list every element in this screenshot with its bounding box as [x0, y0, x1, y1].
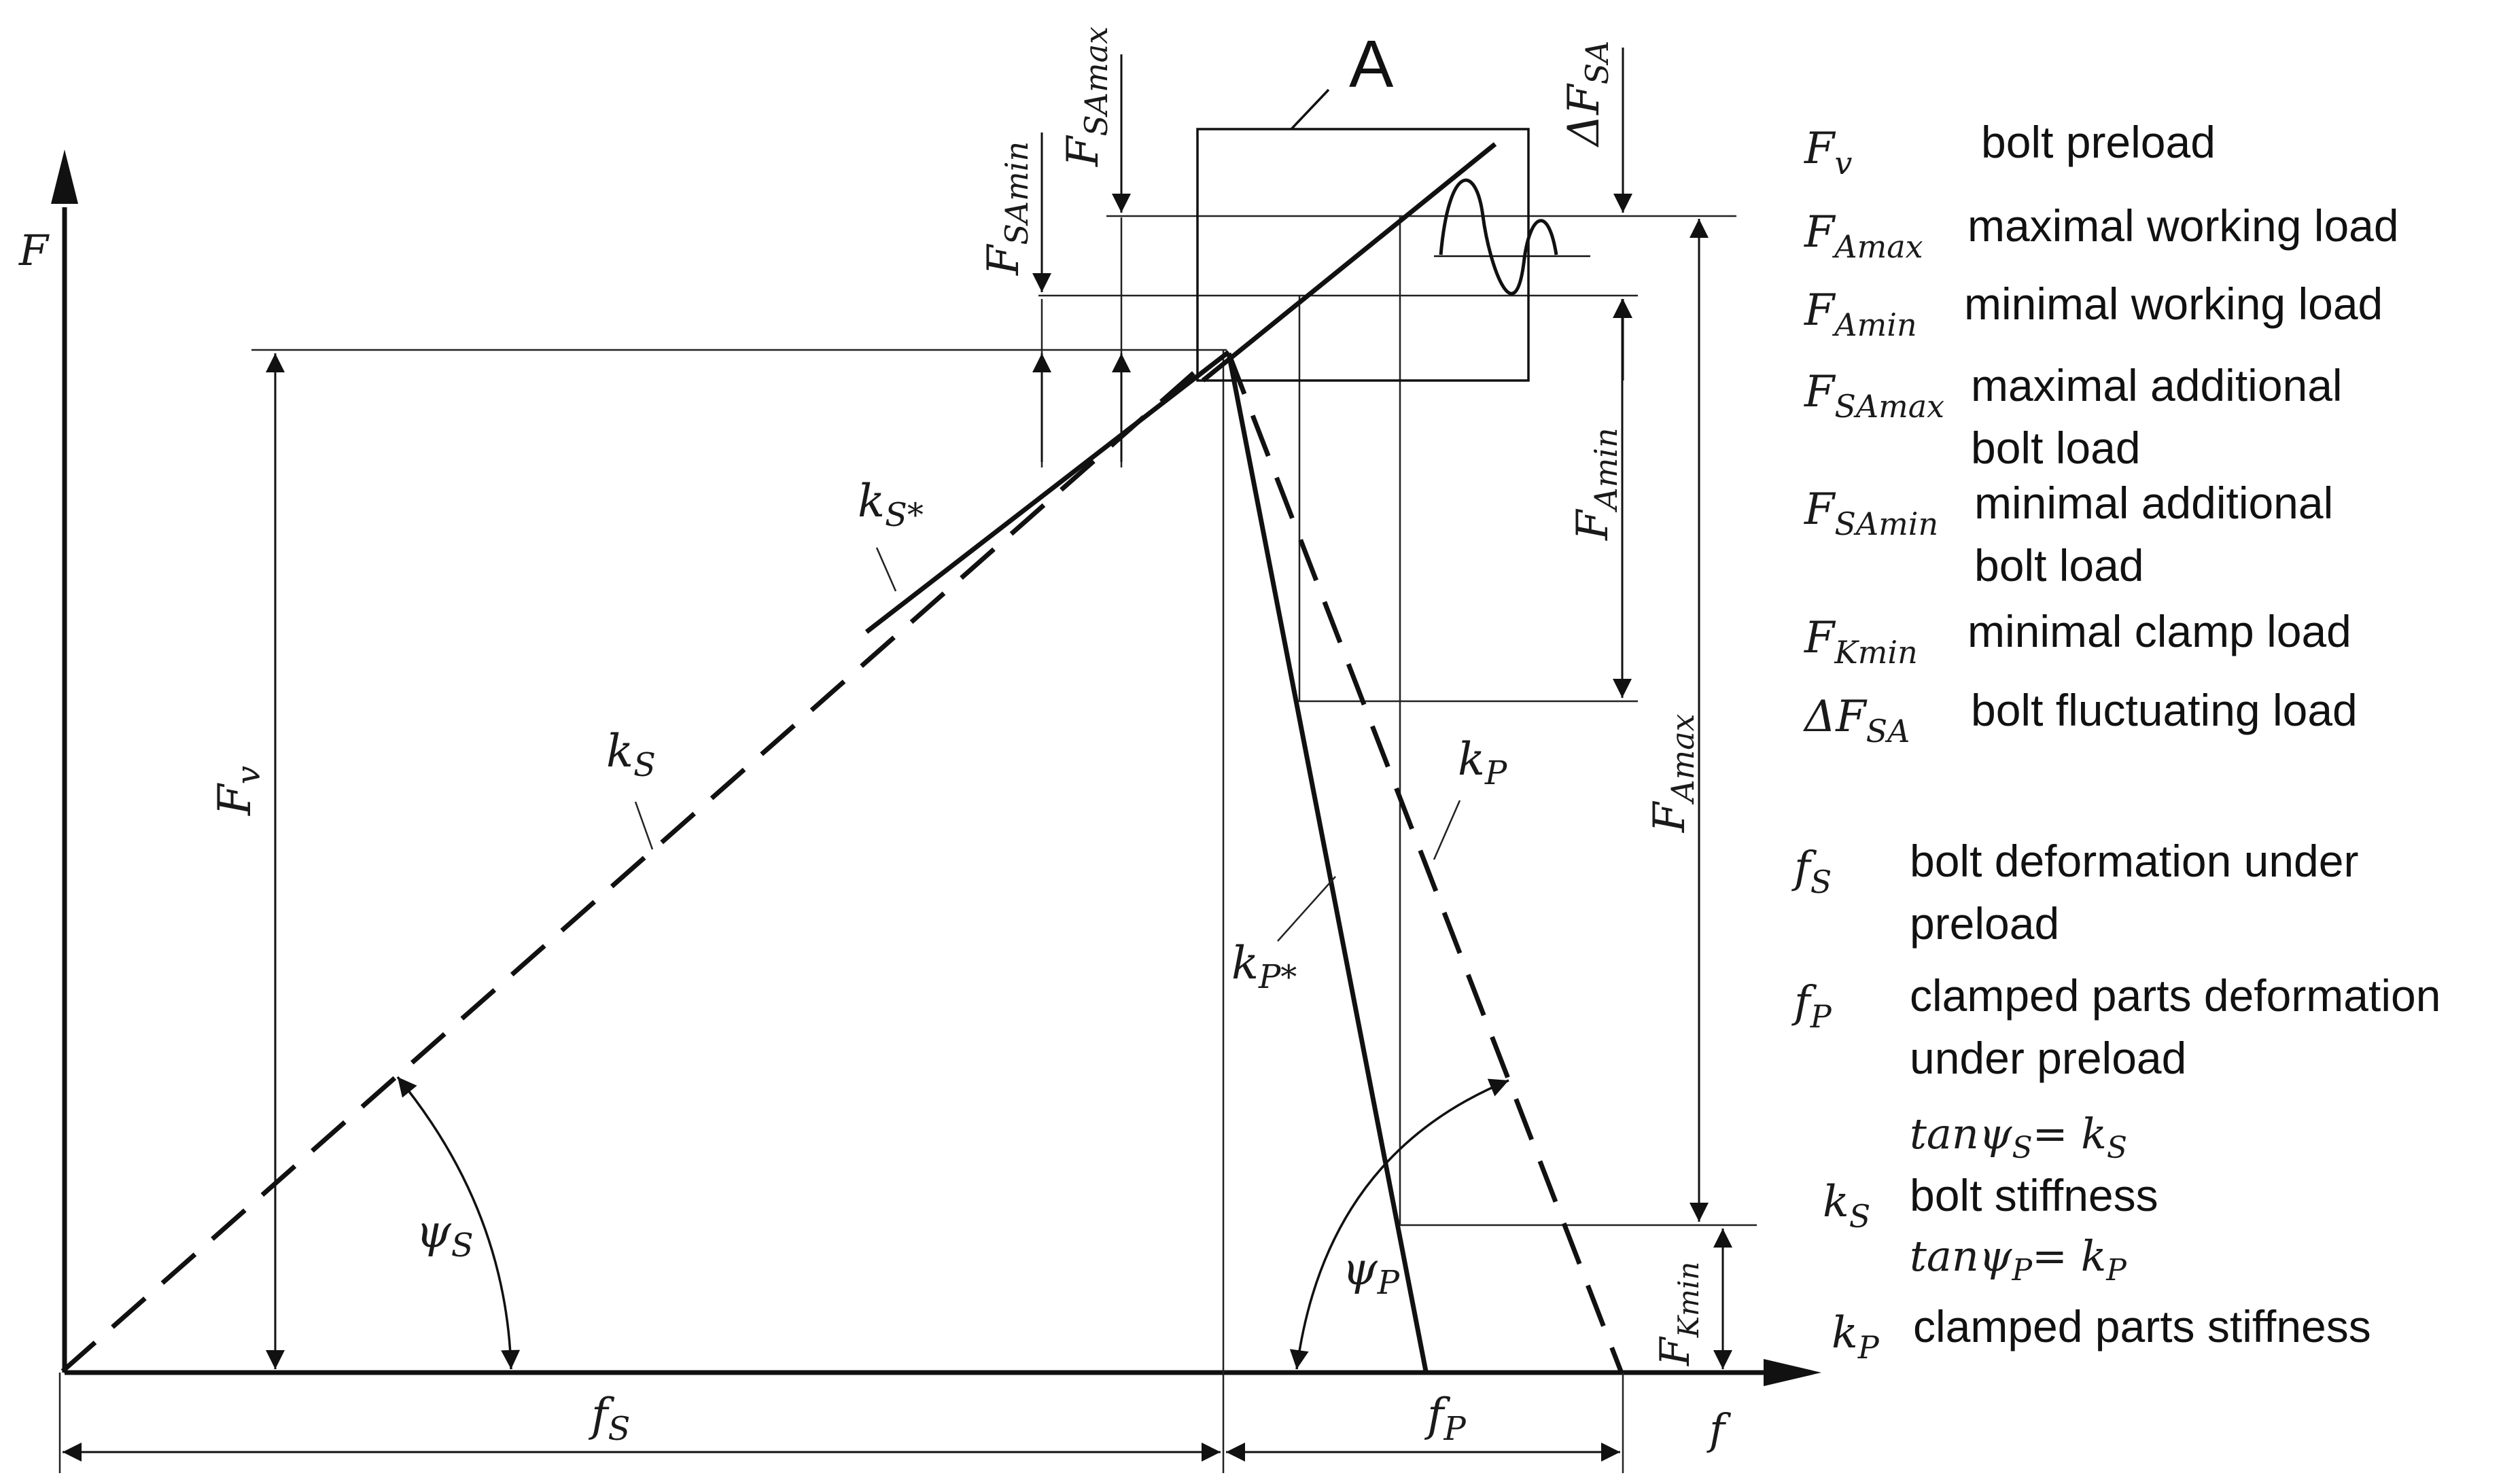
bolt-load-line-upper — [1201, 142, 1497, 383]
legend-row-f-p: fP clamped parts deformation under preload — [1791, 970, 2440, 1083]
legend-row-f-samin: FSAmin minimal additional bolt load — [1804, 478, 2333, 590]
ks-star-label: kS* — [858, 475, 924, 534]
dfsa-label: ΔFSA — [1559, 41, 1615, 148]
legend-symbol: FSAmin — [1804, 484, 1938, 542]
legend-symbol: ΔFSA — [1802, 692, 1910, 749]
load-sine-wave — [1439, 178, 1558, 296]
fs-label: fS — [588, 1389, 630, 1448]
y-axis-label: F — [18, 226, 50, 275]
legend-symbol: FSAmax — [1804, 367, 1944, 425]
label-leaders — [634, 547, 1461, 942]
detail-box — [1196, 128, 1530, 382]
psi-s-arc — [396, 1076, 521, 1370]
famax-label: FAmax — [1645, 713, 1701, 833]
kp-star-label: kP* — [1231, 937, 1297, 996]
legend-symbol: fP — [1791, 977, 1832, 1035]
ks-label: kS — [606, 725, 656, 784]
legend-description: clamped parts deformation — [1910, 970, 2440, 1021]
psi-s-label: ψS — [416, 1205, 474, 1265]
legend-description: bolt stiffness — [1910, 1170, 2158, 1220]
legend-symbol: FAmax — [1804, 207, 1923, 265]
legend-description: minimal working load — [1964, 279, 2383, 329]
legend-symbol: FKmin — [1804, 613, 1918, 671]
legend-description: preload — [1910, 898, 2059, 949]
kp-label: kP — [1458, 733, 1507, 792]
angle-arcs — [396, 1076, 1509, 1370]
legend-row-ks: kS bolt stiffness — [1823, 1170, 2158, 1235]
legend-description: minimal additional — [1974, 478, 2333, 528]
fkmin-label: FKmin — [1651, 1262, 1705, 1366]
fv-label: Fv — [209, 766, 268, 816]
legend-description: bolt deformation under — [1910, 836, 2358, 886]
bolt-stiffness-line-ks — [60, 357, 1212, 1373]
famin-label: FAmin — [1568, 427, 1624, 541]
legend-row-f-s: fS bolt deformation under preload — [1791, 836, 2358, 949]
legend-description: bolt load — [1971, 423, 2141, 473]
x-axis-label: f — [1707, 1404, 1732, 1454]
dimension-arrows — [63, 48, 1732, 1462]
legend-description: bolt fluctuating load — [1971, 685, 2358, 735]
callout-label: A — [1349, 26, 1394, 101]
clamped-stiffness-line-kp-star — [1226, 353, 1429, 1372]
detail-callout: A — [1196, 26, 1590, 382]
legend-symbol: kS — [1823, 1177, 1870, 1235]
legend-row-f-amax: FAmax maximal working load — [1804, 200, 2399, 265]
legend-description: maximal working load — [1967, 200, 2399, 251]
legend-description: under preload — [1910, 1033, 2186, 1083]
callout-leader — [1290, 88, 1330, 130]
x-axis-arrowhead — [1764, 1359, 1821, 1386]
legend-row--f-sa: ΔFSA bolt fluctuating load — [1802, 685, 2358, 749]
y-axis-arrowhead — [51, 149, 78, 204]
axes: F f — [18, 149, 1821, 1454]
psi-p-arc — [1289, 1078, 1509, 1370]
legend-tan-psi-s: tanψS= kS — [1910, 1109, 2127, 1165]
kp-star-leader — [1277, 876, 1336, 942]
diagram-labels: fS fP Fv kS kS* kP kP* ψS ψP FSAmin FSAm… — [209, 26, 1705, 1448]
guide-lines — [58, 215, 1757, 1473]
stiffness-lines — [60, 142, 1624, 1373]
ks-star-leader — [875, 547, 897, 592]
fsamin-label: FSAmin — [979, 141, 1035, 276]
bolt-stiffness-line-ks-star — [864, 350, 1231, 634]
legend-description: bolt preload — [1981, 117, 2216, 167]
legend-row-f-v: Fv bolt preload — [1804, 117, 2216, 181]
ks-leader — [634, 801, 654, 850]
clamped-stiffness-line-kp — [1226, 352, 1624, 1373]
legend-description: bolt load — [1974, 540, 2144, 590]
legend-row-kp: kP clamped parts stiffness — [1832, 1301, 2371, 1366]
legend-symbol: Fv — [1804, 124, 1852, 181]
legend-description: clamped parts stiffness — [1913, 1301, 2371, 1352]
legend-row-f-samax: FSAmax maximal additional bolt load — [1804, 360, 2343, 473]
legend-row-f-amin: FAmin minimal working load — [1804, 279, 2383, 343]
legend-row-f-kmin: FKmin minimal clamp load — [1804, 606, 2351, 671]
legend-symbol: fS — [1791, 843, 1832, 900]
legend-tan-psi-p: tanψP= kP — [1910, 1231, 2127, 1288]
legend-description: minimal clamp load — [1967, 606, 2351, 656]
kp-leader — [1433, 800, 1461, 860]
fsamax-label: FSAmax — [1058, 26, 1115, 167]
legend-description: maximal additional — [1971, 360, 2343, 410]
legend-symbol: kP — [1832, 1308, 1880, 1366]
fp-label: fP — [1424, 1389, 1466, 1448]
legend-symbol: FAmin — [1804, 285, 1917, 343]
psi-p-label: ψP — [1342, 1243, 1400, 1302]
